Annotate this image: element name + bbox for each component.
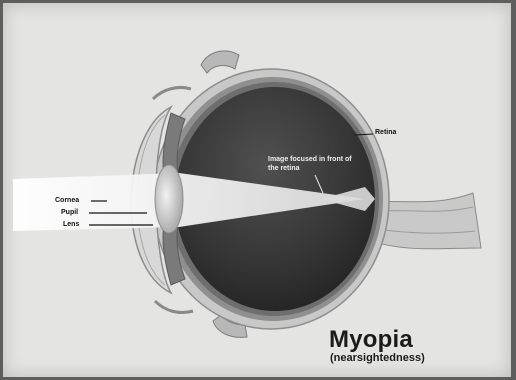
lower-eyelid <box>155 301 193 313</box>
upper-eyelid <box>153 87 191 99</box>
retina-label: Retina <box>375 129 396 136</box>
diagram-title: Myopia <box>329 326 413 354</box>
pupil-label: Pupil <box>61 209 78 216</box>
image-focus-note: Image focused in front of the retina <box>268 155 358 173</box>
eye-cross-section <box>3 3 511 377</box>
cornea-label: Cornea <box>55 197 79 204</box>
lens-label: Lens <box>63 221 79 228</box>
diagram-panel: Cornea Pupil Lens Retina Image focused i… <box>3 3 511 377</box>
diagram-subtitle: (nearsightedness) <box>330 352 425 364</box>
eye-muscle-top <box>201 51 239 73</box>
lens <box>155 165 183 233</box>
